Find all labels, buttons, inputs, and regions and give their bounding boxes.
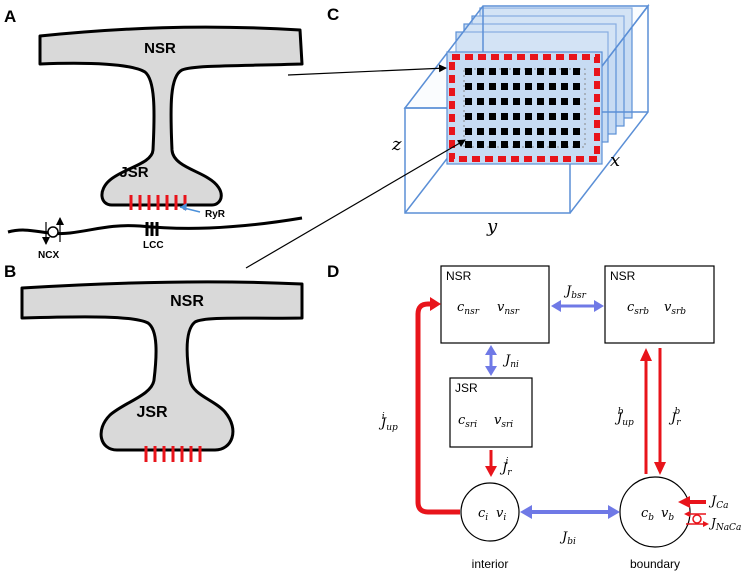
j-naca-label: JNaCa	[708, 516, 741, 533]
j-naca-exchanger	[684, 511, 709, 527]
j-ni-label: Jni	[502, 353, 519, 370]
j-up-b-label: Jupb	[614, 407, 634, 428]
j-up-i-arrow	[415, 297, 460, 515]
interior-label: interior	[472, 557, 509, 571]
j-r-b-label: Jrb	[668, 407, 681, 428]
nsr-interior-box	[440, 265, 550, 344]
jsr-label-b: JSR	[136, 404, 168, 421]
jsr-interior-title: JSR	[455, 381, 478, 395]
j-bsr-arrow	[551, 300, 604, 312]
ncx-label: NCX	[38, 250, 59, 261]
nsr-boundary-title: NSR	[610, 269, 636, 283]
axis-y-label: y	[486, 216, 498, 237]
j-r-i-label: Jri	[499, 457, 512, 478]
nsr-boundary-box	[604, 265, 715, 344]
arrow-b-to-cube	[245, 139, 466, 269]
j-bi-arrow	[520, 505, 620, 519]
j-bsr-label: Jbsr	[563, 284, 587, 301]
interior-compartment	[460, 482, 520, 542]
lcc-channel	[145, 222, 159, 236]
c-i-symbol: ci	[478, 506, 488, 523]
panel-c-letter: C	[327, 5, 339, 24]
nsr-label-b: NSR	[170, 293, 204, 310]
sarcolemma-line	[7, 216, 303, 236]
jsr-interior-box	[449, 377, 533, 448]
lcc-label: LCC	[143, 240, 164, 251]
panel-a: A NSR JSR RyR NCX LCC	[4, 7, 304, 261]
panel-b-letter: B	[4, 262, 16, 281]
j-r-b-arrow	[654, 348, 666, 475]
interior-node-grid	[465, 68, 580, 148]
arrow-a-to-cube	[287, 64, 447, 76]
panel-d: D NSR cnsr vnsr NSR csrb vsrb JSR csri v…	[327, 262, 741, 571]
j-bi-label: Jbi	[559, 530, 576, 547]
j-up-i-label: Jupi	[378, 412, 398, 433]
axis-x-label: x	[610, 150, 620, 171]
panel-c: C z x	[245, 3, 650, 269]
ryr-pointer-arrowhead	[180, 203, 187, 211]
nsr-interior-title: NSR	[446, 269, 472, 283]
j-r-i-arrow	[485, 450, 497, 477]
j-ca-arrow	[678, 496, 706, 508]
panel-b: B NSR JSR	[4, 262, 304, 462]
j-up-b-arrow	[640, 348, 652, 474]
v-i-symbol: vi	[496, 506, 506, 523]
j-ca-label: JCa	[708, 494, 728, 511]
ncx-exchanger	[42, 217, 64, 245]
boundary-label: boundary	[630, 557, 680, 571]
nsr-label-a: NSR	[144, 40, 176, 57]
panel-d-letter: D	[327, 262, 339, 281]
j-ni-arrow	[485, 345, 497, 376]
active-slice	[446, 51, 603, 165]
axis-z-label: z	[391, 134, 402, 155]
ryr-label: RyR	[205, 209, 226, 220]
ryr-channels-a	[129, 195, 187, 210]
cell-membrane-a-outline	[38, 25, 304, 207]
boundary-compartment	[619, 476, 691, 548]
cell-membrane-b-outline	[20, 280, 304, 452]
jsr-label-a: JSR	[119, 164, 148, 181]
panel-a-letter: A	[4, 7, 16, 26]
ryr-channels-b	[144, 446, 202, 462]
